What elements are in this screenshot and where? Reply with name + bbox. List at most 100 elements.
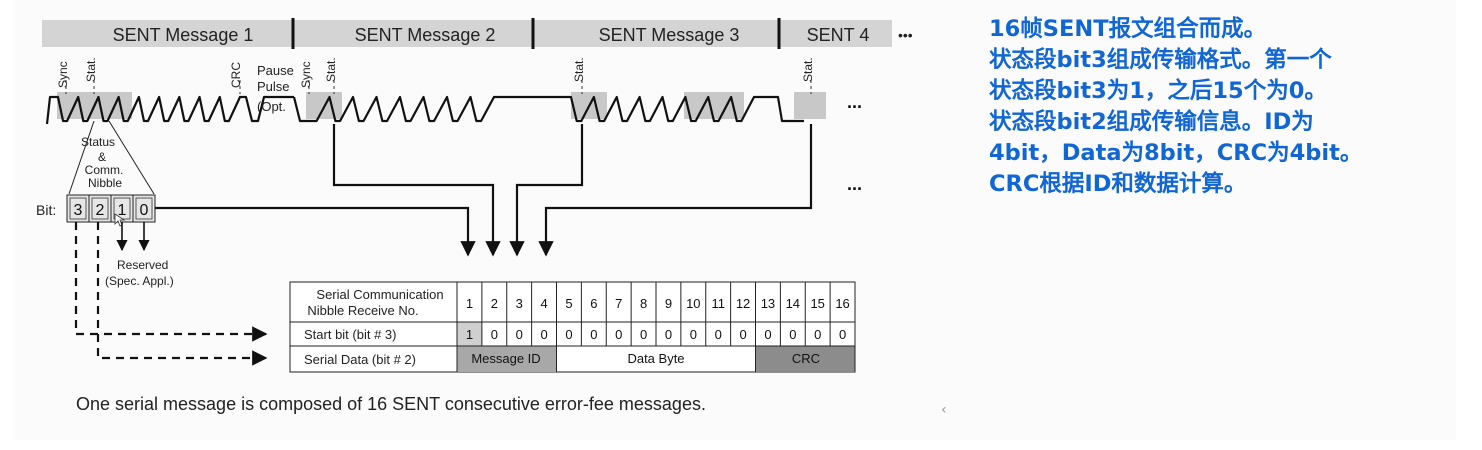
status-label-4: Nibble [88, 176, 122, 190]
stat-label: Stat. [801, 57, 815, 82]
dashed-connector-bit3 [74, 222, 268, 342]
bit-0: 0 [140, 202, 149, 219]
pulse-label: Pulse [257, 79, 290, 94]
table-cell-start-bit: 0 [540, 327, 547, 342]
waveform-message-2 [292, 95, 536, 123]
table-cell-number: 7 [615, 296, 622, 311]
note-line-3: 状态段bit3为1，之后15个为0。 [989, 78, 1327, 104]
table-cell-start-bit: 0 [739, 327, 746, 342]
message-label-4: SENT 4 [807, 25, 870, 45]
pause-label: Pause [257, 63, 294, 78]
table-cell-start-bit: 0 [839, 327, 846, 342]
table-cell-start-bit: 0 [764, 327, 771, 342]
message-label-3: SENT Message 3 [599, 25, 740, 45]
note-line-1: 16帧SENT报文组合而成。 [989, 16, 1267, 42]
bus-line-1 [155, 206, 476, 257]
table-cell-start-bit: 0 [715, 327, 722, 342]
message-header-bar [42, 20, 892, 47]
bit-1: 1 [118, 202, 127, 219]
segment-crc: CRC [792, 351, 820, 366]
table-cell-number: 5 [565, 296, 572, 311]
segment-data-byte: Data Byte [627, 351, 684, 366]
note-line-5: 4bit，Data为8bit，CRC为4bit。 [989, 140, 1363, 166]
message-label-2: SENT Message 2 [355, 25, 496, 45]
status-label-3: Comm. [85, 163, 124, 177]
notes-panel: 16帧SENT报文组合而成。 状态段bit3组成传输格式。第一个 状态段bit3… [989, 14, 1459, 200]
waveform-message-3 [536, 95, 774, 123]
reserved-label-1: Reserved [117, 258, 168, 272]
table-cell-number: 14 [786, 296, 800, 311]
table-cell-number: 15 [810, 296, 824, 311]
sync-label: Sync [56, 61, 70, 88]
waveform-message-1 [45, 95, 294, 125]
segment-message-id: Message ID [471, 351, 540, 366]
table-cell-start-bit: 0 [615, 327, 622, 342]
opt-label: (Opt. [257, 99, 286, 114]
table-cell-number: 13 [761, 296, 775, 311]
message-id-cell [457, 346, 556, 372]
table-cell-start-bit: 0 [814, 327, 821, 342]
stat-label: Stat. [324, 57, 338, 82]
table-cell-start-bit: 0 [690, 327, 697, 342]
table-cell-number: 2 [491, 296, 498, 311]
bit-2: 2 [96, 202, 105, 219]
table-cell-number: 1 [466, 296, 473, 311]
table-header-label-2: Nibble Receive No. [307, 303, 418, 318]
sent-diagram-canvas: SENT Message 1 SENT Message 2 SENT Messa… [36, 18, 913, 414]
sent-diagram: SENT Message 1 SENT Message 2 SENT Messa… [14, 0, 949, 440]
callout-line [108, 120, 155, 195]
bus-line-4 [538, 124, 813, 257]
caption: One serial message is composed of 16 SEN… [76, 394, 706, 414]
serial-data-label: Serial Data (bit # 2) [304, 352, 416, 367]
table-cell-number: 6 [590, 296, 597, 311]
table-cell-number: 9 [665, 296, 672, 311]
table-cell-start-bit: 0 [640, 327, 647, 342]
serial-table: Serial Communication Nibble Receive No. … [289, 281, 856, 373]
table-cell-start-bit: 0 [789, 327, 796, 342]
sync-label: Sync [299, 61, 313, 88]
crc-label: CRC [229, 62, 243, 88]
table-cell-number: 3 [516, 296, 523, 311]
reserved-label-2: (Spec. Appl.) [105, 274, 174, 288]
table-cell-start-bit: 0 [491, 327, 498, 342]
bus-line-3 [509, 124, 584, 257]
status-label-2: & [98, 150, 106, 164]
note-line-6: CRC根据ID和数据计算。 [989, 171, 1247, 197]
message-label-1: SENT Message 1 [113, 25, 254, 45]
dots-right-2: ... [847, 174, 862, 194]
bit-cell [135, 197, 153, 220]
start-bit-label: Start bit (bit # 3) [304, 327, 396, 342]
start-bit-highlight [457, 322, 482, 346]
table-cell-start-bit: 0 [665, 327, 672, 342]
bit-label: Bit: [36, 202, 56, 218]
dots-right-1: ... [847, 92, 862, 112]
table-cell-number: 12 [736, 296, 750, 311]
table-cell-start-bit: 0 [516, 327, 523, 342]
callout-line [68, 120, 95, 195]
table-cell-start-bit: 0 [590, 327, 597, 342]
table-header-label-1: Serial Communication [316, 287, 443, 302]
crc-cell [756, 346, 855, 372]
table-cell-number: 4 [540, 296, 547, 311]
mouse-cursor-icon [114, 213, 126, 227]
collapse-arrow-icon[interactable]: ‹ [941, 402, 947, 418]
dashed-connector-bit2 [96, 222, 268, 366]
stat-label: Stat. [572, 57, 586, 82]
table-cell-start-bit: 0 [565, 327, 572, 342]
bus-line-2 [332, 124, 501, 257]
slide: SENT Message 1 SENT Message 2 SENT Messa… [14, 0, 1456, 440]
bit-cell [69, 197, 87, 220]
shade-region [794, 92, 826, 119]
bit-cell [91, 197, 109, 220]
note-line-4: 状态段bit2组成传输信息。ID为 [989, 109, 1314, 135]
header-ellipsis: ••• [898, 27, 913, 43]
table-cell-number: 10 [686, 296, 700, 311]
bit-3: 3 [74, 202, 83, 219]
table-cell-number: 8 [640, 296, 647, 311]
table-cell-number: 11 [711, 296, 725, 311]
note-line-2: 状态段bit3组成传输格式。第一个 [989, 47, 1332, 73]
waveform-message-4 [774, 95, 804, 123]
status-label-1: Status [81, 135, 115, 149]
table-cell-start-bit: 1 [466, 327, 473, 342]
stat-label: Stat. [84, 57, 98, 82]
